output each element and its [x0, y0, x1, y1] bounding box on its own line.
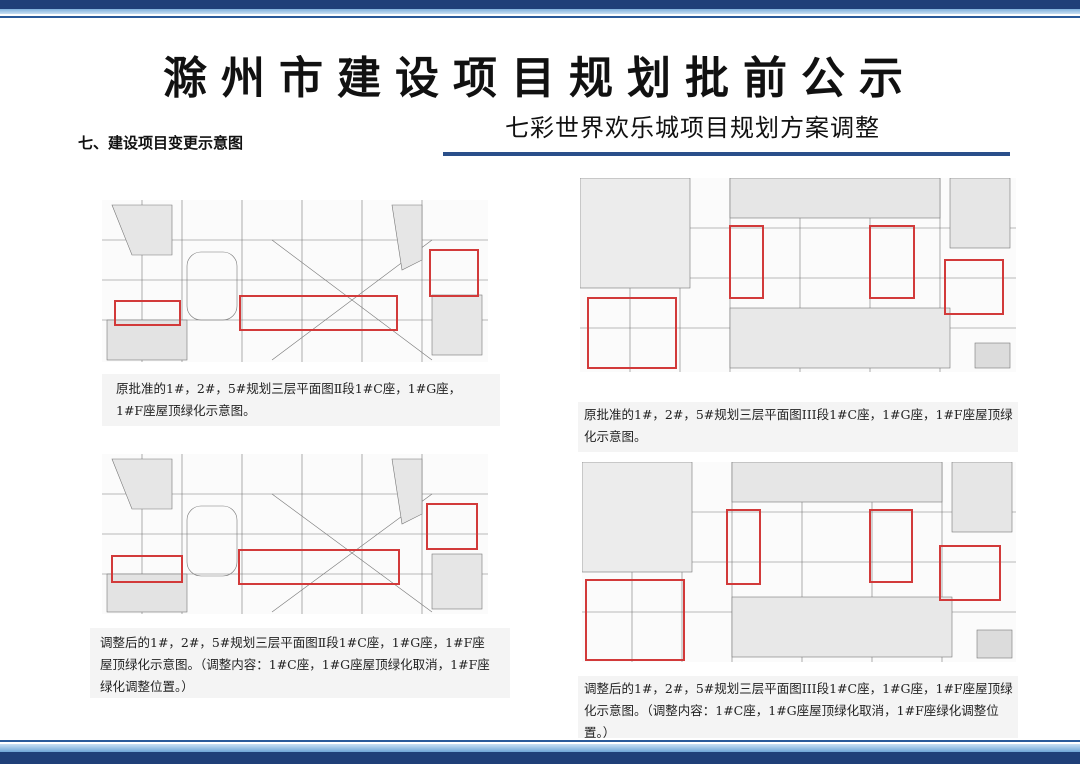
caption-bg-left-adjusted [90, 628, 510, 698]
bottom-band-light [0, 744, 1080, 752]
caption-bg-right-adjusted [578, 676, 1018, 738]
subtitle-rule [443, 152, 1010, 156]
caption-left-original: 原批准的1#，2#，5#规划三层平面图Ⅱ段1#C座，1#G座，1#F座屋顶绿化示… [116, 381, 462, 418]
caption-right-adjusted: 调整后的1#，2#，5#规划三层平面图III段1#C座，1#G座，1#F座屋顶绿… [584, 681, 1013, 740]
bottom-band-line [0, 740, 1080, 742]
section-heading: 七、建设项目变更示意图 [78, 134, 244, 152]
main-title: 滁州市建设项目规划批前公示 [163, 53, 917, 104]
top-band-dark [0, 0, 1080, 9]
plan-right-adjusted [582, 462, 1016, 662]
bottom-band-dark [0, 752, 1080, 764]
caption-left-adjusted: 调整后的1#，2#，5#规划三层平面图Ⅱ段1#C座，1#G座，1#F座屋顶绿化示… [100, 635, 490, 694]
top-band-line [0, 16, 1080, 18]
top-band-light [0, 9, 1080, 14]
plan-left-adjusted [102, 454, 488, 614]
caption-bg-left-original [102, 374, 500, 426]
project-subtitle: 七彩世界欢乐城项目规划方案调整 [505, 114, 880, 142]
plan-left-original [102, 200, 488, 362]
plan-right-original [580, 178, 1016, 372]
caption-right-original: 原批准的1#，2#，5#规划三层平面图III段1#C座，1#G座，1#F座屋顶绿… [584, 407, 1013, 444]
caption-bg-right-original [578, 402, 1018, 452]
